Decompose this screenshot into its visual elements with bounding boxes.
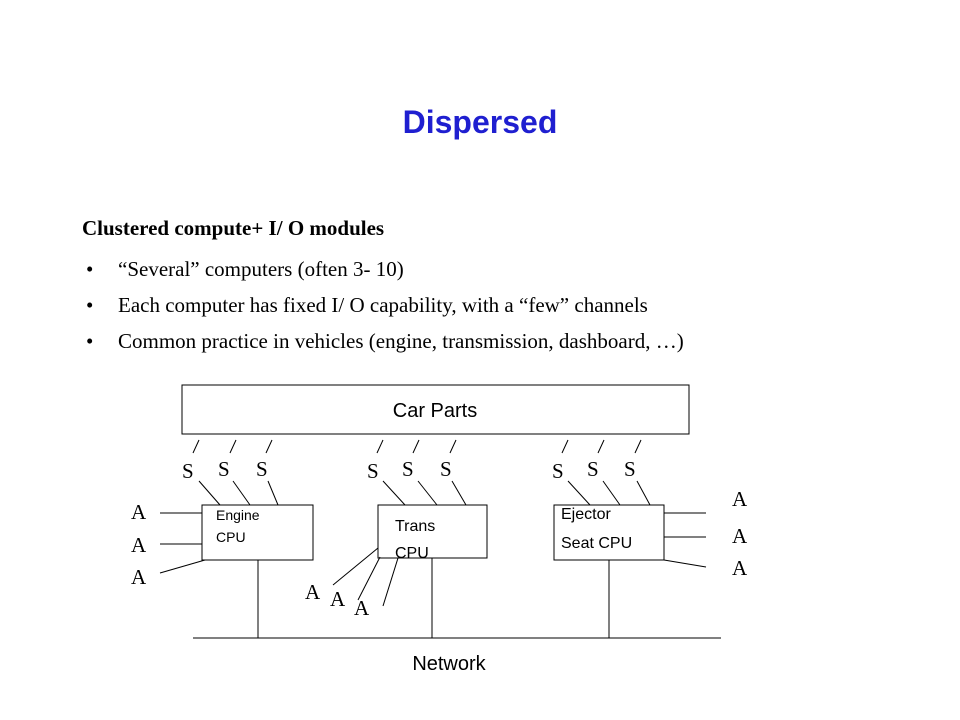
actuator-label: A <box>330 587 346 611</box>
car-parts-box <box>181 384 690 435</box>
actuator-label: A <box>732 524 748 548</box>
trans-cpu-label: Trans CPU <box>395 518 435 562</box>
sensor-label: S <box>367 459 379 483</box>
section-heading: Clustered compute+ I/ O modules <box>82 216 385 240</box>
sensor-label: S <box>440 457 452 481</box>
sensor-label: S <box>552 459 564 483</box>
car-parts-label: Car Parts <box>393 400 477 422</box>
bullet-text: Common practice in vehicles (engine, tra… <box>118 329 684 353</box>
bullet-dot: • <box>86 329 94 353</box>
trans-cpu-line: CPU <box>395 545 429 562</box>
sensor-labels: S S S S S S S S S <box>182 457 636 483</box>
actuator-wiring <box>159 512 707 607</box>
engine-cpu-label: Engine CPU <box>216 507 260 545</box>
sensor-wiring <box>192 439 651 506</box>
actuator-label: A <box>131 500 147 524</box>
slide-title: Dispersed <box>402 104 558 140</box>
engine-cpu-line: CPU <box>216 529 246 545</box>
bullet-item: • Common practice in vehicles (engine, tr… <box>82 326 684 362</box>
bullet-dot: • <box>86 293 94 317</box>
ejector-cpu-line: Seat CPU <box>561 535 632 552</box>
actuator-label: A <box>732 487 748 511</box>
bullet-text: Each computer has fixed I/ O capability,… <box>118 293 648 317</box>
bullet-list: • “Several” computers (often 3- 10) • Each… <box>82 254 684 362</box>
engine-cpu-line: Engine <box>216 507 260 523</box>
sensor-label: S <box>402 457 414 481</box>
sensor-label: S <box>624 457 636 481</box>
ejector-cpu-label: Ejector Seat CPU <box>561 506 632 552</box>
actuator-labels: A A A A A A A A A <box>131 487 748 620</box>
actuator-label: A <box>732 556 748 580</box>
sensor-label: S <box>587 457 599 481</box>
sensor-label: S <box>182 459 194 483</box>
actuator-label: A <box>354 596 370 620</box>
sensor-label: S <box>256 457 268 481</box>
bullet-item: • Each computer has fixed I/ O capability… <box>82 290 684 326</box>
actuator-label: A <box>131 565 147 589</box>
actuator-label: A <box>131 533 147 557</box>
ejector-cpu-line: Ejector <box>561 506 611 523</box>
network-label: Network <box>412 653 486 675</box>
actuator-label: A <box>305 580 321 604</box>
sensor-label: S <box>218 457 230 481</box>
bullet-item: • “Several” computers (often 3- 10) <box>82 254 684 290</box>
bullet-text: “Several” computers (often 3- 10) <box>118 257 404 281</box>
trans-cpu-line: Trans <box>395 518 435 535</box>
bullet-dot: • <box>86 257 94 281</box>
